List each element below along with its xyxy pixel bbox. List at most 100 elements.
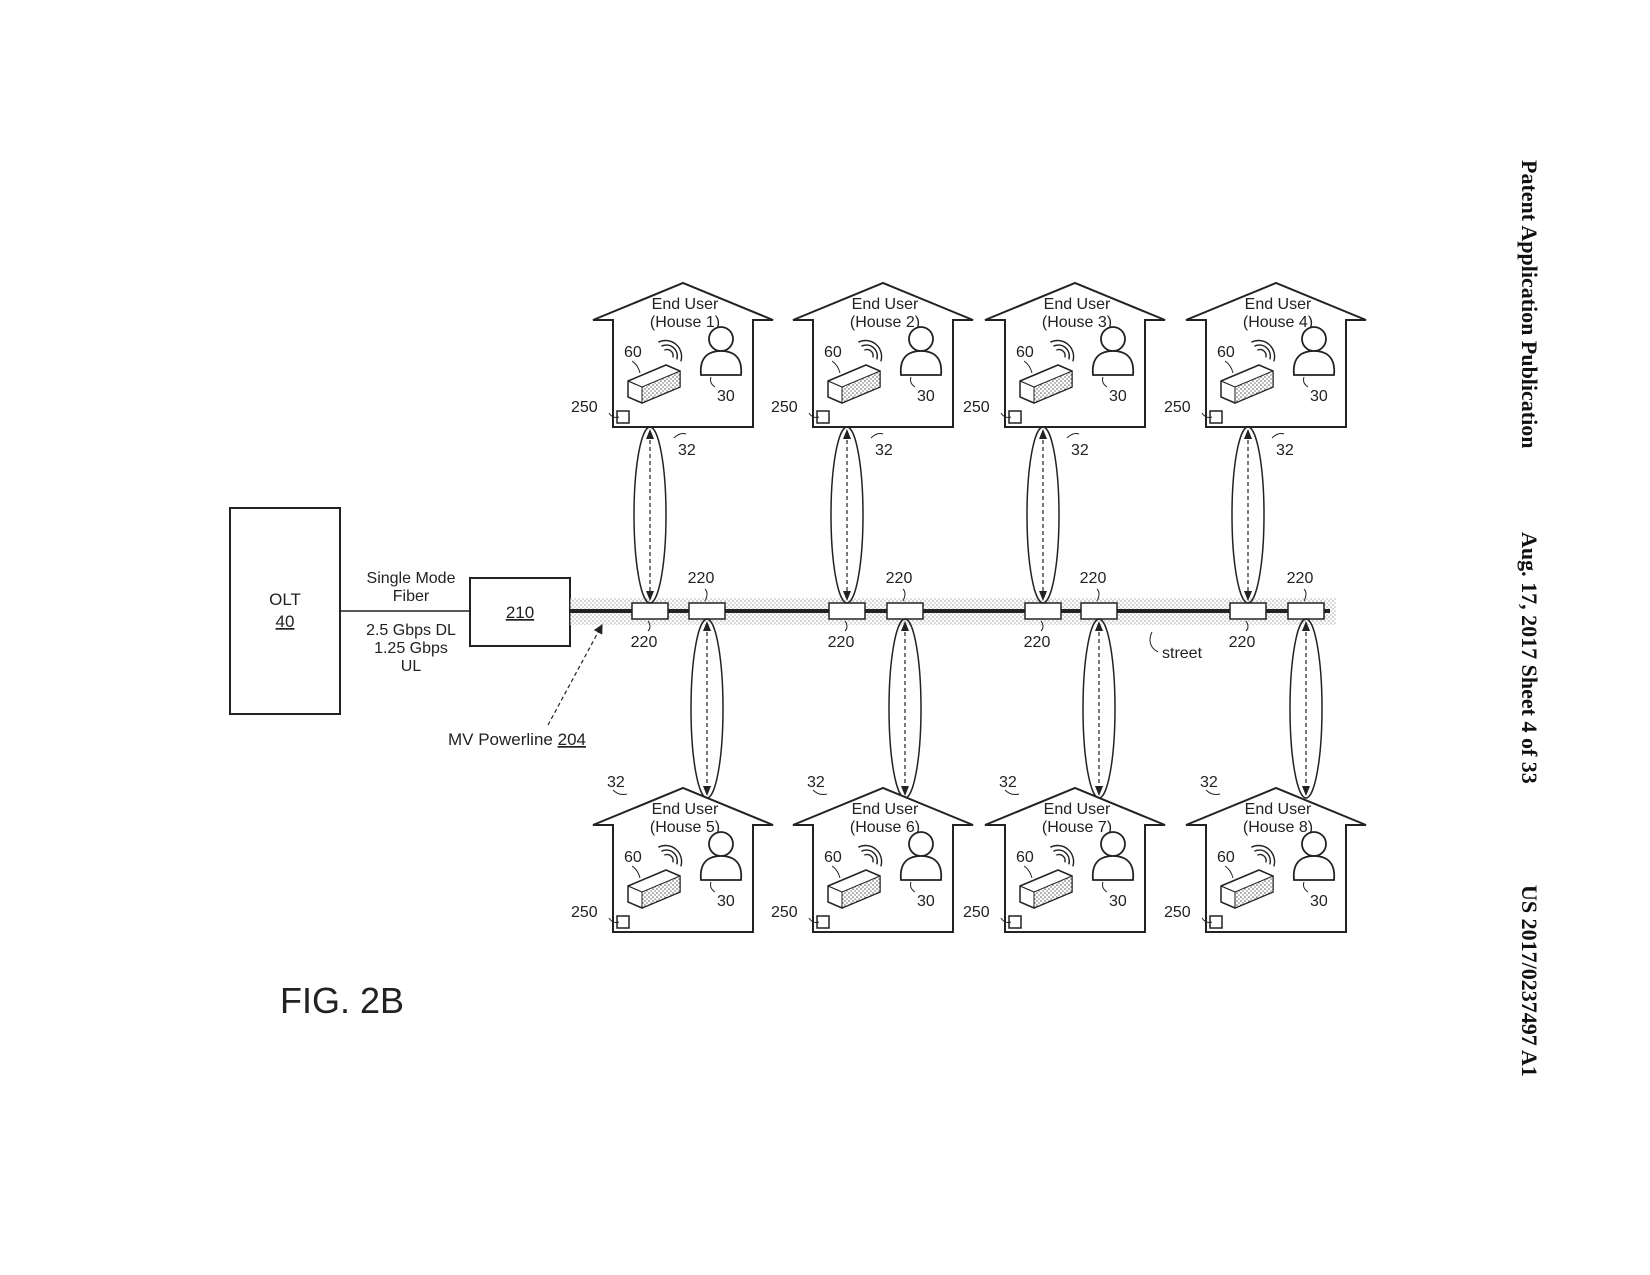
modem-device-face <box>1033 370 1073 404</box>
coupler-ref-label: 220 <box>1080 570 1107 587</box>
user-ref: 30 <box>1109 388 1127 405</box>
coupler-leader <box>704 588 708 602</box>
user-head-icon <box>908 831 934 857</box>
wireless-ref: 32 <box>875 442 893 459</box>
street-and-powerline: street MV Powerline 204 <box>448 598 1336 749</box>
page-header: Patent Application Publication Aug. 17, … <box>1517 160 1542 1077</box>
wireless-leader <box>1271 433 1285 439</box>
coupler-leader <box>1040 620 1044 632</box>
device-ref: 60 <box>1217 344 1235 361</box>
link-arrowhead-down <box>1095 786 1103 796</box>
publication-title: Patent Application Publication <box>1517 160 1542 448</box>
device-ref: 60 <box>1016 849 1034 866</box>
device-ref: 60 <box>824 344 842 361</box>
box-ref: 250 <box>963 399 990 416</box>
olt-ref: 40 <box>276 612 295 631</box>
house-name: (House 2) <box>850 314 920 331</box>
fiber-rate-line2: 1.25 Gbps <box>374 640 448 657</box>
user-leader <box>710 376 716 388</box>
wireless-link-32 <box>1082 618 1116 799</box>
node-210: 210 <box>469 577 571 647</box>
link-arrowhead-up <box>901 621 909 631</box>
coupler-leader <box>647 620 651 632</box>
wifi-wave-icon <box>661 849 678 865</box>
link-ellipse <box>690 618 724 799</box>
coupler-leader <box>1245 620 1249 632</box>
box-ref: 250 <box>771 399 798 416</box>
coupler-220 <box>1229 602 1267 620</box>
user-body-icon <box>1091 855 1135 881</box>
box-leader <box>808 917 820 923</box>
house-name: (House 4) <box>1243 314 1313 331</box>
date-sheet: Aug. 17, 2017 Sheet 4 of 33 <box>1517 532 1542 784</box>
wireless-ref: 32 <box>999 774 1017 791</box>
modem-edge <box>1019 380 1035 388</box>
coupler-220 <box>688 602 726 620</box>
coupler-ref-label: 220 <box>688 570 715 587</box>
wireless-leader <box>812 789 828 795</box>
wifi-wave-icon <box>658 844 683 867</box>
modem-edge <box>627 885 643 893</box>
link-arrowhead-down <box>901 786 909 796</box>
device-leader <box>831 360 841 374</box>
link-arrowhead-up <box>1095 621 1103 631</box>
coupler-leader <box>902 588 906 602</box>
wifi-wave-icon <box>1251 339 1276 362</box>
wireless-ref: 32 <box>678 442 696 459</box>
wireless-link-32 <box>1289 618 1323 799</box>
user-head-icon <box>1301 326 1327 352</box>
wifi-wave-icon <box>864 348 874 358</box>
fiber-type-line2: Fiber <box>393 588 430 605</box>
user-ref: 30 <box>717 388 735 405</box>
box-leader <box>1201 917 1213 923</box>
user-leader <box>1303 881 1309 893</box>
wifi-wave-icon <box>661 344 678 360</box>
house-name: (House 1) <box>650 314 720 331</box>
street-label: street <box>1162 645 1203 662</box>
device-ref: 60 <box>1217 849 1235 866</box>
wifi-wave-icon <box>664 853 674 863</box>
wifi-wave-icon <box>664 348 674 358</box>
device-leader <box>631 360 641 374</box>
user-head-icon <box>1301 831 1327 857</box>
powerline-leader <box>547 623 603 726</box>
wireless-link-32 <box>830 426 864 604</box>
coupler-220 <box>631 602 669 620</box>
wifi-wave-icon <box>1257 348 1267 358</box>
wifi-wave-icon <box>864 853 874 863</box>
wifi-wave-icon <box>1251 844 1276 867</box>
user-body-icon <box>1292 350 1336 376</box>
wireless-leader <box>612 789 628 795</box>
modem-edge <box>627 380 643 388</box>
coupler-leader <box>1303 588 1307 602</box>
box-ref: 250 <box>1164 399 1191 416</box>
modem-edge <box>827 380 843 388</box>
device-leader <box>1023 865 1033 879</box>
coupler-220 <box>886 602 924 620</box>
coupler-ref-label: 220 <box>1229 634 1256 651</box>
wifi-wave-icon <box>1254 849 1271 865</box>
house-title: End User <box>1245 296 1312 313</box>
wireless-leader <box>870 433 884 439</box>
house-name: (House 8) <box>1243 819 1313 836</box>
house-title: End User <box>652 801 719 818</box>
coupler-ref-label: 220 <box>631 634 658 651</box>
box-leader <box>1000 917 1012 923</box>
house-name: (House 7) <box>1042 819 1112 836</box>
modem-device-face <box>841 875 881 909</box>
coupler-leader <box>844 620 848 632</box>
coupler-220 <box>828 602 866 620</box>
wifi-wave-icon <box>1254 344 1271 360</box>
house-name: (House 5) <box>650 819 720 836</box>
user-body-icon <box>1091 350 1135 376</box>
user-leader <box>1303 376 1309 388</box>
wifi-wave-icon <box>861 849 878 865</box>
fiber-link: Single Mode Fiber 2.5 Gbps DL 1.25 Gbps … <box>340 570 470 675</box>
modem-device-face <box>641 875 681 909</box>
coupler-ref-label: 220 <box>828 634 855 651</box>
modem-device-face <box>1234 370 1274 404</box>
